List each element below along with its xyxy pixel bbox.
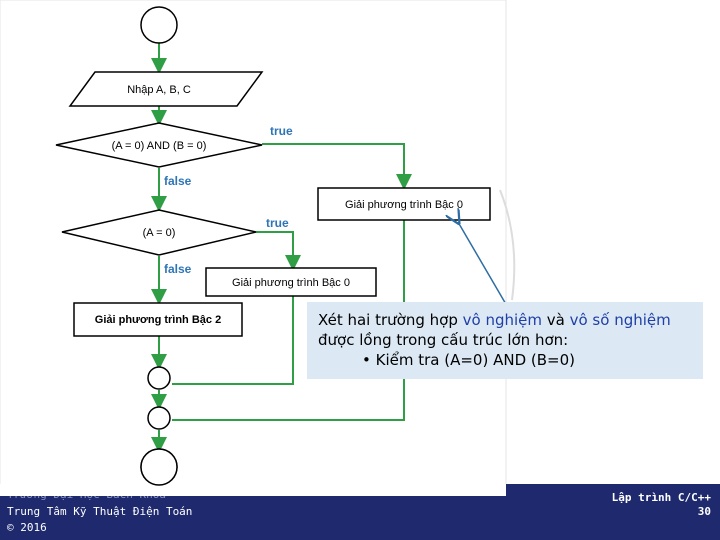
highlight-infinite-solutions: vô số nghiệm bbox=[569, 311, 671, 329]
page-number: 30 bbox=[697, 505, 711, 518]
false-label-2: false bbox=[164, 262, 192, 276]
input-parallelogram bbox=[68, 71, 264, 107]
highlight-no-solution: vô nghiệm bbox=[462, 311, 542, 329]
connectors bbox=[151, 42, 412, 453]
footer-copyright: © 2016 bbox=[7, 521, 47, 534]
callout-line1: Xét hai trường hợp vô nghiệm và vô số ng… bbox=[318, 311, 671, 329]
decor-arc bbox=[499, 189, 516, 301]
end-terminal bbox=[140, 448, 178, 486]
condition1-label: (A = 0) AND (B = 0) bbox=[112, 140, 207, 152]
true-label-2: true bbox=[266, 216, 289, 230]
diagram-panel-overlap bbox=[0, 484, 506, 496]
decision-a-zero bbox=[61, 209, 257, 256]
footer-course: Lập trình C/C++ 30 bbox=[612, 491, 711, 519]
process-degree0-b bbox=[205, 267, 377, 297]
condition2-label: (A = 0) bbox=[143, 227, 176, 239]
degree0-b-label: Giải phương trình Bậc 0 bbox=[232, 277, 350, 289]
input-label: Nhập A, B, C bbox=[127, 84, 191, 96]
callout-bullet: • Kiểm tra (A=0) AND (B=0) bbox=[362, 351, 575, 369]
decision-ab-zero bbox=[55, 122, 263, 168]
degree0-a-label: Giải phương trình Bậc 0 bbox=[345, 199, 463, 211]
merge-node-2 bbox=[147, 406, 171, 430]
callout-line2: được lồng trong cấu trúc lớn hơn: bbox=[318, 331, 569, 349]
process-degree0-a bbox=[317, 187, 491, 221]
degree2-label: Giải phương trình Bậc 2 bbox=[95, 314, 221, 326]
course-title: Lập trình C/C++ bbox=[611, 491, 711, 504]
callout-pointer bbox=[458, 222, 508, 307]
start-terminal bbox=[140, 6, 178, 44]
false-label-1: false bbox=[164, 174, 192, 188]
process-degree2 bbox=[73, 302, 243, 337]
footer-org-line2: Trung Tâm Kỹ Thuật Điện Toán bbox=[7, 505, 193, 518]
merge-node-1 bbox=[147, 366, 171, 390]
true-label-1: true bbox=[270, 124, 293, 138]
callout-box: Xét hai trường hợp vô nghiệm và vô số ng… bbox=[307, 302, 703, 379]
footer-org: Trung Tâm Kỹ Thuật Điện Toán © 2016 bbox=[7, 504, 192, 536]
